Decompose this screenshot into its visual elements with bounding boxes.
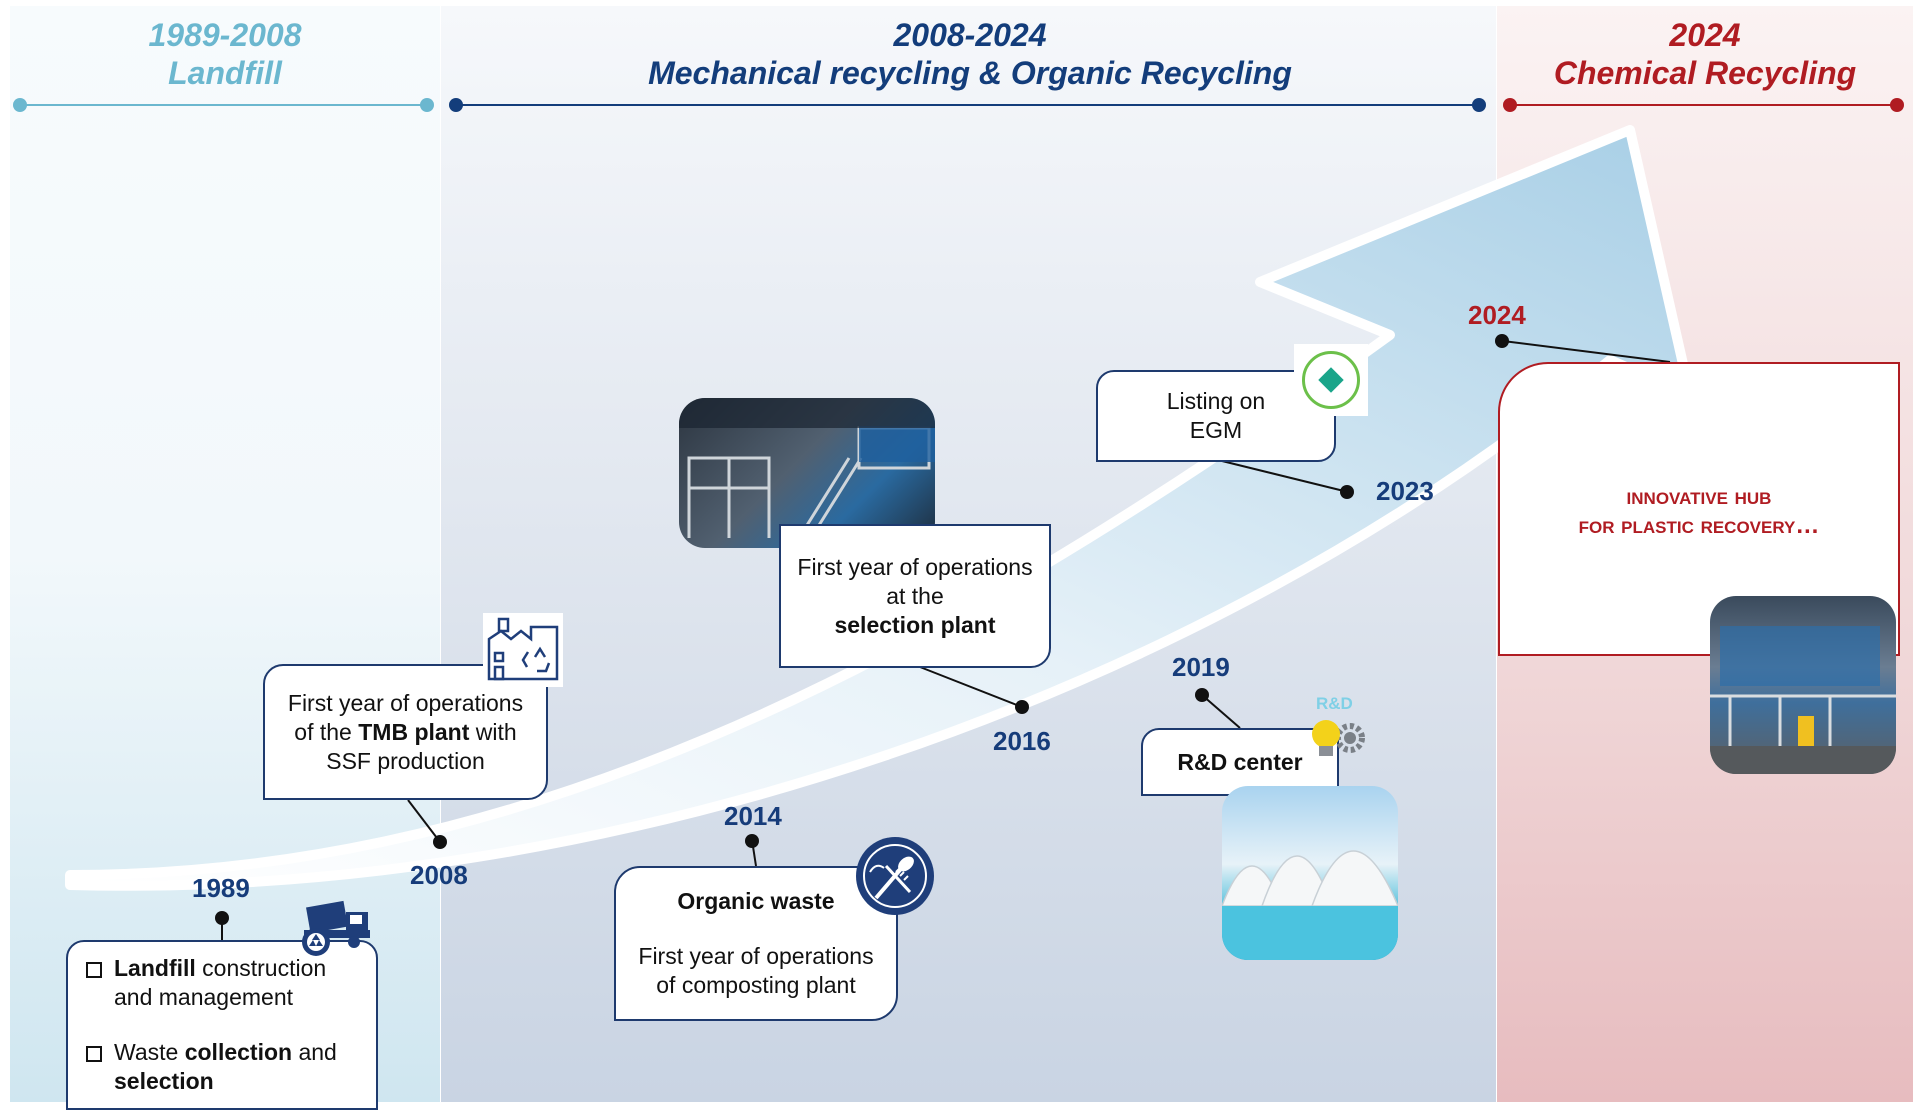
era-line-landfill: [20, 104, 428, 106]
euronext-logo-text: EURONEXT GROWTH MILAN: [1331, 380, 1332, 381]
milestone-text: First year of operations of composting p…: [638, 943, 874, 998]
era-label: Chemical Recycling: [1553, 55, 1857, 91]
checkbox-bullet-icon: [86, 962, 102, 978]
year-label-2014: 2014: [724, 801, 782, 831]
era-title-landfill: 1989-2008 Landfill: [80, 16, 370, 92]
rnd-label: R&D: [1316, 694, 1353, 713]
milestone-dot-2024: [1495, 334, 1509, 348]
era-years: 1989-2008: [148, 17, 302, 53]
truck-icon: [302, 900, 370, 956]
checkbox-bullet-icon: [86, 1046, 102, 1062]
milestone-box-2014: Organic waste First year of operations o…: [614, 866, 898, 1021]
year-label-2024: 2024: [1468, 300, 1526, 330]
milestone-bold-text: selection plant: [834, 611, 996, 638]
plant-structure-icon: [679, 398, 935, 539]
domes-icon: [1222, 850, 1398, 960]
milestone-dot-2023: [1340, 485, 1354, 499]
year-label-2019: 2019: [1172, 652, 1230, 682]
era-label: Mechanical recycling & Organic Recycling: [648, 55, 1292, 91]
plant-structure-icon: [1710, 626, 1896, 774]
milestone-title: R&D center: [1177, 748, 1303, 775]
factory-recycle-icon: [483, 613, 563, 687]
era-line-start-dot: [1503, 98, 1517, 112]
organic-waste-icon: [856, 837, 934, 915]
milestone-text: First year of operations of the TMB plan…: [287, 689, 524, 774]
milestone-box-2016: First year of operations at the selectio…: [779, 524, 1051, 668]
era-title-mechanical: 2008-2024 Mechanical recycling & Organic…: [560, 16, 1380, 92]
milestone-box-2019: R&D center: [1141, 728, 1339, 796]
milestone-dot-1989: [215, 911, 229, 925]
hub-title-line2: for plastic recovery…: [1578, 512, 1820, 539]
milestone-box-1989: Landfill construction and management Was…: [66, 940, 378, 1110]
rnd-center-photo: [1222, 786, 1398, 960]
selection-plant-photo: [679, 398, 935, 548]
milestone-dot-2019: [1195, 688, 1209, 702]
rnd-bulb-gear-icon: R&D: [1300, 694, 1372, 766]
milestone-text: First year of operations at the: [797, 553, 1033, 609]
year-label-2008: 2008: [410, 860, 468, 890]
hub-title-line1: Innovative hub: [1626, 483, 1772, 510]
year-label-1989: 1989: [192, 873, 250, 903]
era-line-end-dot: [1472, 98, 1486, 112]
year-label-2023: 2023: [1376, 476, 1434, 506]
era-label: Landfill: [168, 55, 282, 91]
era-line-start-dot: [13, 98, 27, 112]
era-years: 2024: [1669, 17, 1741, 53]
euronext-logo-icon: EURONEXT GROWTH MILAN: [1294, 344, 1368, 416]
milestone-dot-2016: [1015, 700, 1029, 714]
bullet-text: Landfill construction and management: [114, 954, 366, 1012]
era-line-start-dot: [449, 98, 463, 112]
milestone-dot-2014: [745, 834, 759, 848]
year-label-2016: 2016: [993, 726, 1051, 756]
era-line-end-dot: [420, 98, 434, 112]
chemical-plant-photo: [1710, 596, 1896, 774]
milestone-title: Organic waste: [677, 888, 835, 914]
milestone-dot-2008: [433, 835, 447, 849]
bullet-waste-collection: Waste collection and selection: [86, 1038, 366, 1096]
milestone-text: Listing on EGM: [1166, 388, 1266, 443]
euronext-logo-ring: EURONEXT GROWTH MILAN: [1302, 351, 1360, 409]
era-years: 2008-2024: [893, 17, 1047, 53]
era-title-chemical: 2024 Chemical Recycling: [1510, 16, 1900, 92]
era-line-mechanical: [456, 104, 1480, 106]
era-line-end-dot: [1890, 98, 1904, 112]
bullet-text: Waste collection and selection: [114, 1039, 337, 1094]
bullet-landfill: Landfill construction and management: [86, 954, 366, 1012]
bullet-bold: Landfill: [114, 955, 196, 981]
era-line-chemical: [1512, 104, 1900, 106]
bullet-rest: construction and management: [114, 955, 327, 1010]
